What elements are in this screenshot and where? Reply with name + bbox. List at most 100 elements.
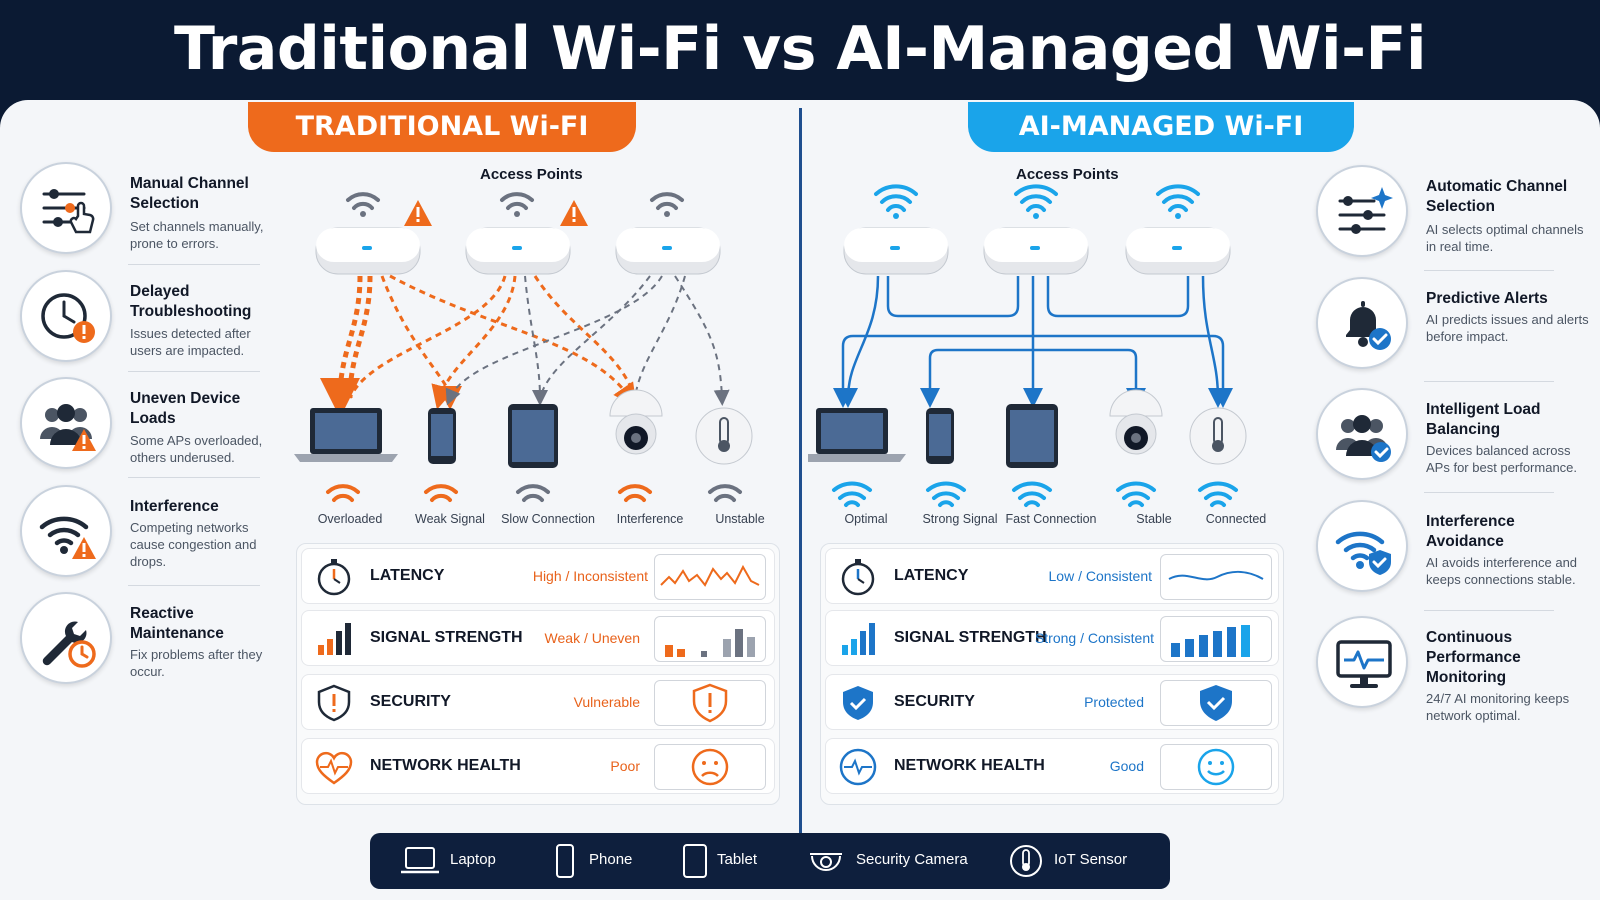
warning-icon [404,200,432,226]
tablet-icon [508,404,558,468]
feature-interference: Interference Competing networks cause co… [20,485,270,593]
feature-title: Automatic Channel Selection [1426,178,1568,215]
feature-interference-avoidance: Interference Avoidance AI avoids interfe… [1316,500,1577,608]
security-camera-icon [810,853,842,871]
status-wifi-icon [832,481,872,507]
feature-divider [128,371,260,372]
latency-chart [654,554,766,600]
metric-value: Protected [1084,694,1144,710]
metric-label: SECURITY [370,693,451,710]
feature-title: Delayed Troubleshooting [130,283,252,320]
status-wifi-icon [708,484,742,502]
users-warning-icon [20,377,112,469]
metric-label: NETWORK HEALTH [370,757,521,774]
access-point-icon [315,227,421,275]
signal-bars-icon [842,623,875,655]
feature-uneven-loads: Uneven Device Loads Some APs overloaded,… [20,377,270,485]
ap-wifi-icon [874,184,1200,212]
status-wifi-icon [618,484,652,502]
metric-value: High / Inconsistent [532,568,648,584]
legend-label: IoT Sensor [1054,851,1128,868]
feature-load-balancing: Intelligent Load Balancing Devices balan… [1316,388,1577,496]
latency-chart [1160,554,1272,600]
metric-value: Good [1109,758,1144,774]
heart-pulse-icon [315,751,353,785]
ap-label-ai: Access Points [1016,166,1119,183]
legend-label: Laptop [450,851,496,868]
feature-title: Intelligent Load Balancing [1426,401,1541,438]
phone-icon [926,408,954,464]
signal-chart [654,616,766,662]
status-wifi-icon [516,484,550,502]
metric-row-latency: LATENCY High / Inconsistent [301,548,775,604]
stopwatch-icon [841,559,875,596]
feature-desc: AI predicts issues and alerts before imp… [1426,312,1589,344]
metric-value: Weak / Uneven [544,630,640,646]
feature-divider [128,264,260,265]
feature-desc: Issues detected after users are impacted… [130,326,251,358]
laptop-icon [401,847,439,874]
legend-label: Tablet [717,851,758,868]
ai-metrics-panel: LATENCY Low / Consistent SIGNAL STRENGTH… [820,543,1284,805]
wifi-shield-icon [1316,500,1408,592]
status-wifi-icon [1012,481,1052,507]
security-visual [654,680,766,726]
access-point-icon [1125,227,1231,275]
feature-delayed-troubleshooting: Delayed Troubleshooting Issues detected … [20,270,270,378]
feature-divider [1424,381,1554,382]
metric-value: Poor [610,758,640,774]
monitor-pulse-icon [1316,616,1408,708]
device-status-label: Stable [1136,512,1172,526]
access-point-icon [983,227,1089,275]
device-status-label: Overloaded [317,512,383,526]
shield-check-icon [843,686,873,720]
metric-label: SIGNAL STRENGTH [894,629,1047,646]
metric-row-signal: SIGNAL STRENGTH Strong / Consistent [825,610,1279,666]
device-status-label: Weak Signal [415,512,485,526]
feature-manual-channel: Manual Channel Selection Set channels ma… [20,162,270,270]
laptop-icon [294,408,398,462]
status-wifi-icon [926,481,966,507]
feature-divider [1424,610,1554,611]
metric-row-health: NETWORK HEALTH Good [825,738,1279,794]
warning-icon [560,200,588,226]
feature-reactive-maintenance: Reactive Maintenance Fix problems after … [20,592,270,700]
access-point-icon [465,227,571,275]
feature-divider [128,477,260,478]
feature-performance-monitoring: Continuous Performance Monitoring 24/7 A… [1316,616,1569,724]
device-status-label: Slow Connection [501,512,595,526]
device-status-label: Strong Signal [922,512,998,526]
status-wifi-icon [326,484,360,502]
ai-network-diagram [808,184,1247,507]
clock-alert-icon [20,270,112,362]
smile-face-icon [1160,744,1272,790]
phone-icon [556,844,574,878]
iot-sensor-icon [1010,845,1042,877]
device-legend: Laptop Phone Tablet Security Camera IoT … [370,833,1170,889]
signal-bars-icon [318,623,351,655]
metric-label: NETWORK HEALTH [894,757,1045,774]
metric-row-health: NETWORK HEALTH Poor [301,738,775,794]
tablet-icon [683,844,707,878]
center-divider [799,108,802,838]
metric-value: Vulnerable [573,694,640,710]
iot-sensor-icon [1189,407,1247,465]
sad-face-icon [654,744,766,790]
metric-row-security: SECURITY Vulnerable [301,674,775,730]
metric-value: Low / Consistent [1048,568,1153,584]
security-camera-icon [1109,389,1163,455]
feature-desc: Some APs overloaded, others underused. [130,433,263,465]
access-point-icon [615,227,721,275]
phone-icon [428,408,456,464]
security-visual [1160,680,1272,726]
laptop-icon [808,408,906,462]
device-status-label: Optimal [844,512,888,526]
device-status-label: Unstable [715,512,765,526]
ap-label-traditional: Access Points [480,166,583,183]
page-title: Traditional Wi-Fi vs AI-Managed Wi-Fi [173,14,1427,84]
feature-divider [1424,492,1554,493]
feature-desc: Devices balanced across APs for best per… [1426,443,1578,475]
feature-title: Continuous Performance Monitoring [1426,629,1521,686]
feature-desc: AI selects optimal channels in real time… [1426,222,1584,254]
status-wifi-icon [1198,481,1238,507]
